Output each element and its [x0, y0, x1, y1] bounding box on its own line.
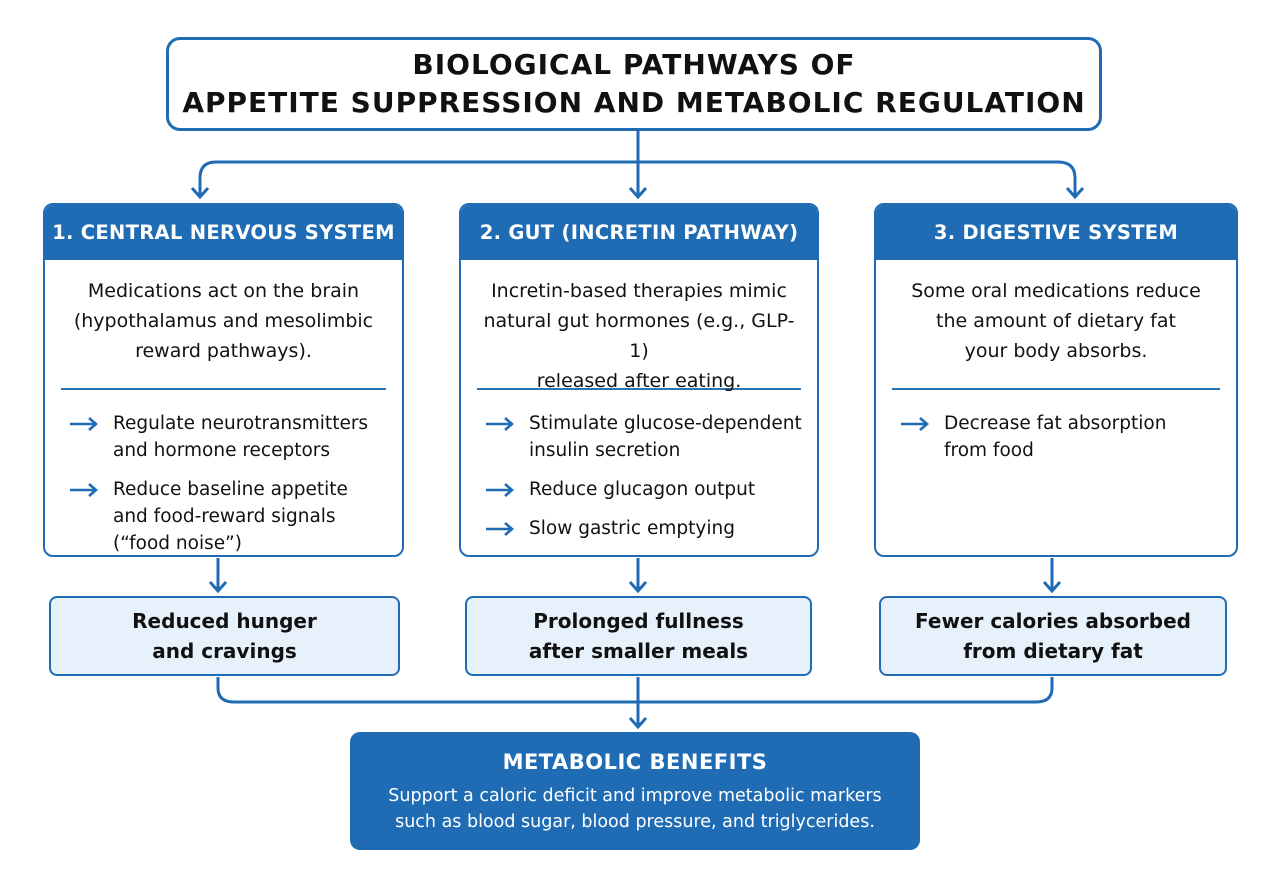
list-item: Regulate neurotransmitters and hormone r… — [69, 410, 392, 464]
arrow-down-icon — [628, 187, 648, 200]
bullet-list: Decrease fat absorption from food — [876, 390, 1236, 464]
card-header: 1. CENTRAL NERVOUS SYSTEM — [45, 205, 402, 260]
arrow-down-icon — [628, 581, 648, 594]
arrow-down-icon — [1065, 187, 1085, 200]
list-item: Decrease fat absorption from food — [900, 410, 1226, 464]
card-description: Medications act on the brain (hypothalam… — [73, 280, 374, 362]
benefits-title: METABOLIC BENEFITS — [502, 750, 768, 774]
connector-title-branch — [198, 160, 1077, 196]
pathway-card-digestive: 3. DIGESTIVE SYSTEM Some oral medication… — [874, 203, 1238, 557]
bullet-text: Reduce glucagon output — [529, 479, 756, 500]
card-header: 2. GUT (INCRETIN PATHWAY) — [461, 205, 817, 260]
bullet-text: Regulate neurotransmitters and hormone r… — [113, 413, 369, 461]
outcome-box-cns: Reduced hunger and cravings — [49, 596, 400, 676]
arrow-right-icon — [485, 410, 519, 432]
benefits-text: Support a caloric deficit and improve me… — [388, 786, 882, 832]
arrow-right-icon — [485, 515, 519, 537]
arrow-right-icon — [69, 410, 103, 432]
arrow-right-icon — [900, 410, 934, 432]
pathway-card-cns: 1. CENTRAL NERVOUS SYSTEM Medications ac… — [43, 203, 404, 557]
pathway-card-gut: 2. GUT (INCRETIN PATHWAY) Incretin-based… — [459, 203, 819, 557]
card-header: 3. DIGESTIVE SYSTEM — [876, 205, 1236, 260]
arrow-right-icon — [69, 476, 103, 498]
list-item: Reduce glucagon output — [485, 476, 807, 503]
arrow-down-icon — [1042, 581, 1062, 594]
bullet-text: Decrease fat absorption from food — [944, 413, 1167, 461]
arrow-right-icon — [485, 476, 519, 498]
card-description: Some oral medications reduce the amount … — [911, 280, 1201, 362]
bullet-text: Slow gastric emptying — [529, 518, 735, 539]
bullet-list: Stimulate glucose-dependent insulin secr… — [461, 390, 817, 542]
arrow-down-icon — [628, 717, 648, 730]
list-item: Slow gastric emptying — [485, 515, 807, 542]
arrow-down-icon — [190, 187, 210, 200]
outcome-box-digestive: Fewer calories absorbed from dietary fat — [879, 596, 1227, 676]
bullet-text: Stimulate glucose-dependent insulin secr… — [529, 413, 802, 461]
metabolic-benefits-box: METABOLIC BENEFITS Support a caloric def… — [350, 732, 920, 850]
list-item: Reduce baseline appetite and food-reward… — [69, 476, 392, 555]
divider — [892, 388, 1220, 390]
bullet-list: Regulate neurotransmitters and hormone r… — [45, 390, 402, 555]
list-item: Stimulate glucose-dependent insulin secr… — [485, 410, 807, 464]
title-box: BIOLOGICAL PATHWAYS OF APPETITE SUPPRESS… — [166, 37, 1102, 131]
outcome-box-gut: Prolonged fullness after smaller meals — [465, 596, 812, 676]
title-line-2: APPETITE SUPPRESSION AND METABOLIC REGUL… — [182, 86, 1086, 119]
arrow-down-icon — [208, 581, 228, 594]
bullet-text: Reduce baseline appetite and food-reward… — [113, 479, 348, 554]
divider — [477, 388, 801, 390]
card-description: Incretin-based therapies mimic natural g… — [483, 280, 795, 392]
title-line-1: BIOLOGICAL PATHWAYS OF — [412, 48, 856, 81]
connector-outcomes-merge — [216, 677, 1054, 704]
divider — [61, 388, 386, 390]
